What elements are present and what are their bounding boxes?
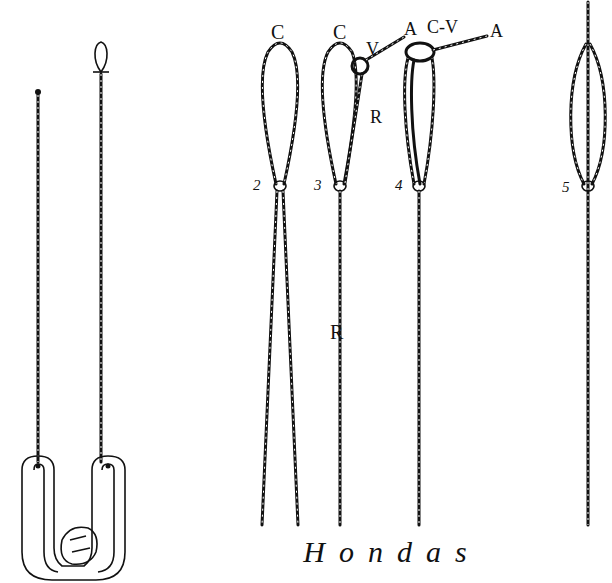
part-label: C [271,22,284,42]
part-label: C-V [427,18,458,36]
part-label: V [366,40,379,58]
part-label: R [330,322,343,342]
part-label: R [370,108,382,126]
part-label: C [333,22,346,42]
part-label: A [404,20,417,38]
caption: Hondas [303,535,480,569]
part-label: 5 [562,180,570,195]
honda-step-3 [322,37,404,525]
sling [22,42,125,580]
honda-step-5 [571,2,606,525]
part-label: A [490,22,503,40]
part-label: 3 [314,178,322,193]
part-label: 2 [253,178,261,193]
honda-step-2 [262,43,298,525]
part-label: 4 [395,178,403,193]
honda-step-4 [405,36,487,525]
